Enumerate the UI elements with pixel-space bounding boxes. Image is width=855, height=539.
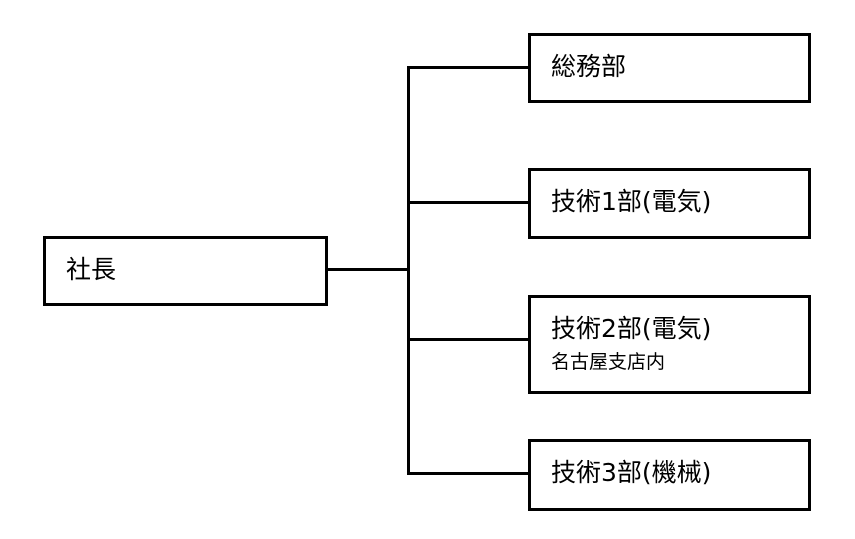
department-label: 技術1部(電気): [551, 187, 712, 216]
president-label: 社長: [66, 255, 117, 284]
department-box-general-affairs: 総務部: [528, 33, 811, 103]
department-label: 総務部: [551, 52, 627, 81]
department-box-engineering-2: 技術2部(電気) 名古屋支店内: [528, 295, 811, 394]
branch-connector-line: [407, 201, 531, 204]
root-connector-line: [326, 268, 410, 271]
president-box: 社長: [43, 236, 328, 306]
department-box-engineering-3: 技術3部(機械): [528, 439, 811, 511]
branch-connector-line: [407, 338, 531, 341]
department-label: 技術2部(電気): [551, 314, 712, 343]
branch-connector-line: [407, 66, 531, 69]
department-box-engineering-1: 技術1部(電気): [528, 168, 811, 239]
branch-connector-line: [407, 472, 531, 475]
trunk-connector-line: [407, 66, 410, 475]
department-location-label: 名古屋支店内: [551, 351, 666, 373]
department-label: 技術3部(機械): [551, 458, 712, 487]
